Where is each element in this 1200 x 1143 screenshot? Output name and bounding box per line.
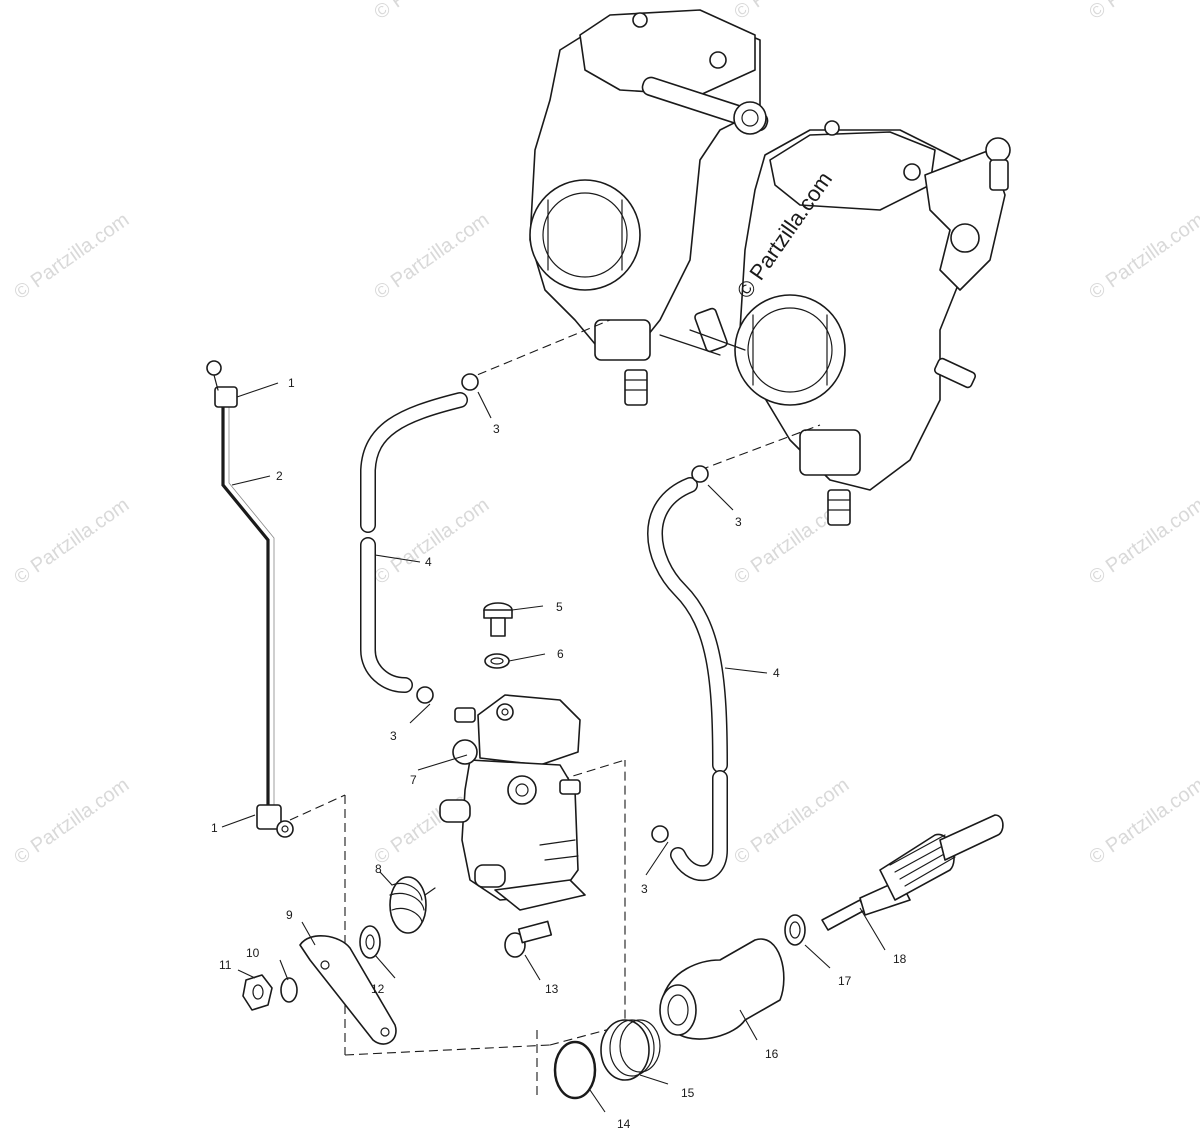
callout-3: 3 bbox=[641, 882, 648, 896]
callout-1: 1 bbox=[211, 821, 218, 835]
watermark: © Partzilla.com bbox=[10, 494, 133, 589]
watermark: © Partzilla.com bbox=[1085, 209, 1200, 304]
clamp-icon bbox=[416, 373, 709, 843]
callout-10: 10 bbox=[246, 946, 260, 960]
callout-8: 8 bbox=[375, 862, 382, 876]
callout-14: 14 bbox=[617, 1117, 631, 1131]
lever-icon bbox=[299, 935, 397, 1045]
leader-lines bbox=[221, 382, 886, 1113]
callout-3: 3 bbox=[493, 422, 500, 436]
callout-15: 15 bbox=[681, 1086, 695, 1100]
drive-shaft-icon bbox=[821, 814, 1004, 931]
spring-icon bbox=[389, 876, 436, 934]
oil-pump-icon bbox=[439, 694, 586, 911]
callout-5: 5 bbox=[556, 600, 563, 614]
sleeve-icon bbox=[659, 938, 785, 1040]
callout-labels: 1 2 3 4 3 5 6 4 3 7 1 3 8 9 10 11 12 13 … bbox=[211, 376, 907, 1131]
callout-3: 3 bbox=[390, 729, 397, 743]
callout-12: 12 bbox=[371, 982, 385, 996]
watermark: © Partzilla.com bbox=[370, 0, 493, 24]
hose-icon bbox=[360, 392, 728, 882]
nut-icon bbox=[242, 974, 273, 1011]
callout-7: 7 bbox=[410, 773, 417, 787]
carburetor-assembly-icon: © Partzilla.com bbox=[529, 9, 1011, 526]
callout-4: 4 bbox=[425, 555, 432, 569]
watermark: © Partzilla.com bbox=[730, 774, 853, 869]
callout-2: 2 bbox=[276, 469, 283, 483]
o-ring-icon bbox=[553, 1040, 597, 1100]
washer-icon bbox=[484, 653, 510, 669]
watermark: © Partzilla.com bbox=[10, 209, 133, 304]
washer-icon bbox=[784, 914, 806, 946]
callout-13: 13 bbox=[545, 982, 559, 996]
oil-line-rod bbox=[206, 360, 294, 838]
watermark: © Partzilla.com bbox=[730, 0, 853, 24]
callout-18: 18 bbox=[893, 952, 907, 966]
watermark: © Partzilla.com bbox=[1085, 494, 1200, 589]
callout-4: 4 bbox=[773, 666, 780, 680]
callout-3: 3 bbox=[735, 515, 742, 529]
screw-icon bbox=[504, 920, 553, 958]
lock-washer-icon bbox=[280, 977, 298, 1003]
watermark: © Partzilla.com bbox=[370, 209, 493, 304]
watermark: © Partzilla.com bbox=[10, 774, 133, 869]
watermark: © Partzilla.com bbox=[370, 494, 493, 589]
bolt-icon bbox=[483, 602, 513, 637]
callout-1: 1 bbox=[288, 376, 295, 390]
washer-icon bbox=[359, 925, 381, 959]
callout-11: 11 bbox=[219, 958, 232, 972]
callout-9: 9 bbox=[286, 908, 293, 922]
watermark: © Partzilla.com bbox=[1085, 0, 1200, 24]
callout-17: 17 bbox=[838, 974, 852, 988]
callout-16: 16 bbox=[765, 1047, 779, 1061]
watermark: © Partzilla.com bbox=[1085, 774, 1200, 869]
callout-6: 6 bbox=[557, 647, 564, 661]
spring-icon bbox=[600, 1019, 661, 1081]
